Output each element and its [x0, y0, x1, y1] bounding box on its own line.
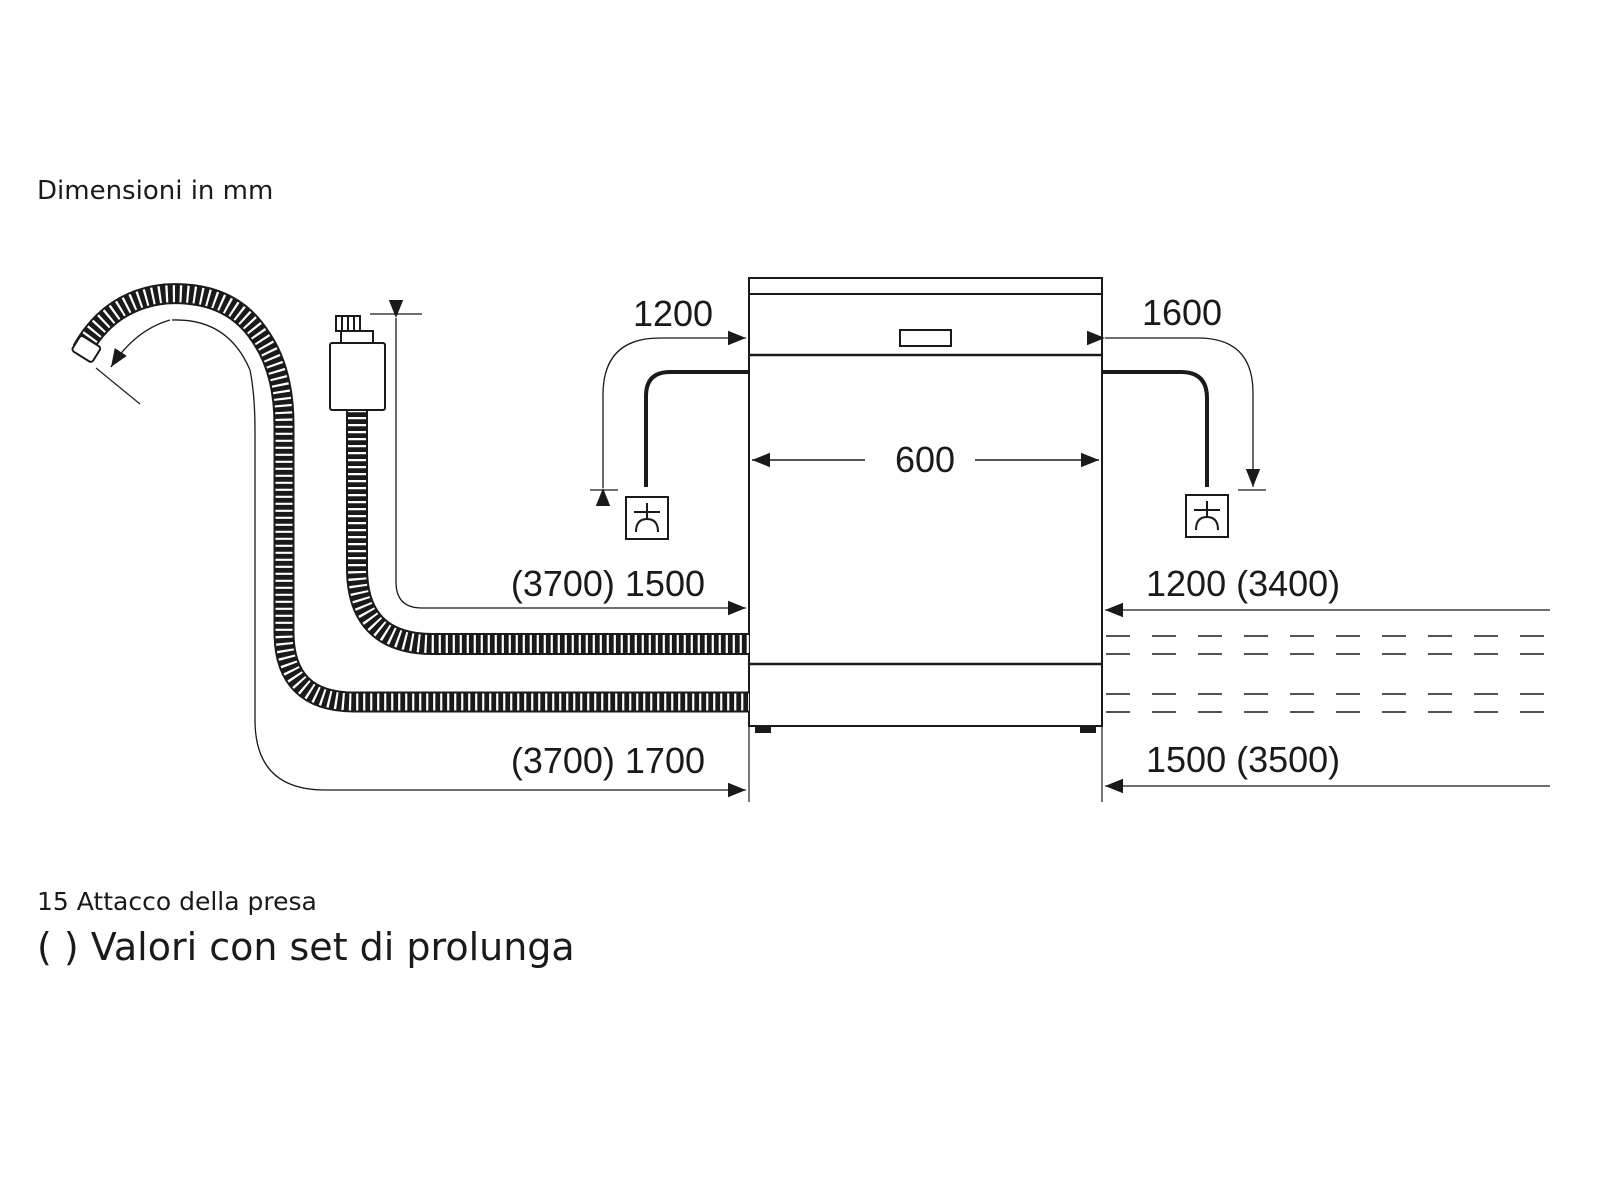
inlet-length-right: 1200 (3400): [1146, 563, 1340, 604]
right-dashed-hoses: [1106, 635, 1550, 713]
power-cable-left: [644, 370, 749, 487]
drain-hose-outer: [72, 283, 749, 713]
inlet-valve: [329, 315, 386, 411]
foot-right: [1080, 725, 1096, 733]
power-cable-right: [1102, 370, 1209, 487]
drain-length-right: 1500 (3500): [1146, 739, 1340, 780]
inlet-hose-outer: [346, 410, 749, 655]
socket-icon-left: [625, 496, 669, 540]
foot-left: [755, 725, 771, 733]
inlet-hose-ribs: [348, 410, 749, 653]
cable-length-arrow-left: [595, 330, 746, 506]
cable-length-left: 1200: [633, 293, 713, 334]
cable-length-right: 1600: [1142, 292, 1222, 333]
socket-icon-right: [1185, 494, 1229, 538]
drain-length-arrow: [171, 319, 746, 798]
drain-hose-end: [71, 335, 102, 363]
control-panel-display: [899, 329, 952, 347]
dishwasher-outline: [748, 277, 1103, 727]
width-dimension: 600: [895, 439, 955, 480]
inlet-length-arrow: [388, 300, 746, 616]
cable-length-arrow-right: [1087, 330, 1261, 487]
inlet-length-left: (3700) 1500: [511, 563, 705, 604]
diagram-title: Dimensioni in mm: [37, 176, 274, 206]
drain-length-left: (3700) 1700: [511, 740, 705, 781]
drain-direction-arrow: [110, 319, 171, 368]
extension-note: ( ) Valori con set di prolunga: [37, 925, 575, 969]
drain-ref-line: [95, 367, 141, 405]
socket-note: 15 Attacco della presa: [37, 887, 317, 916]
dishwasher-body: [748, 277, 1103, 727]
